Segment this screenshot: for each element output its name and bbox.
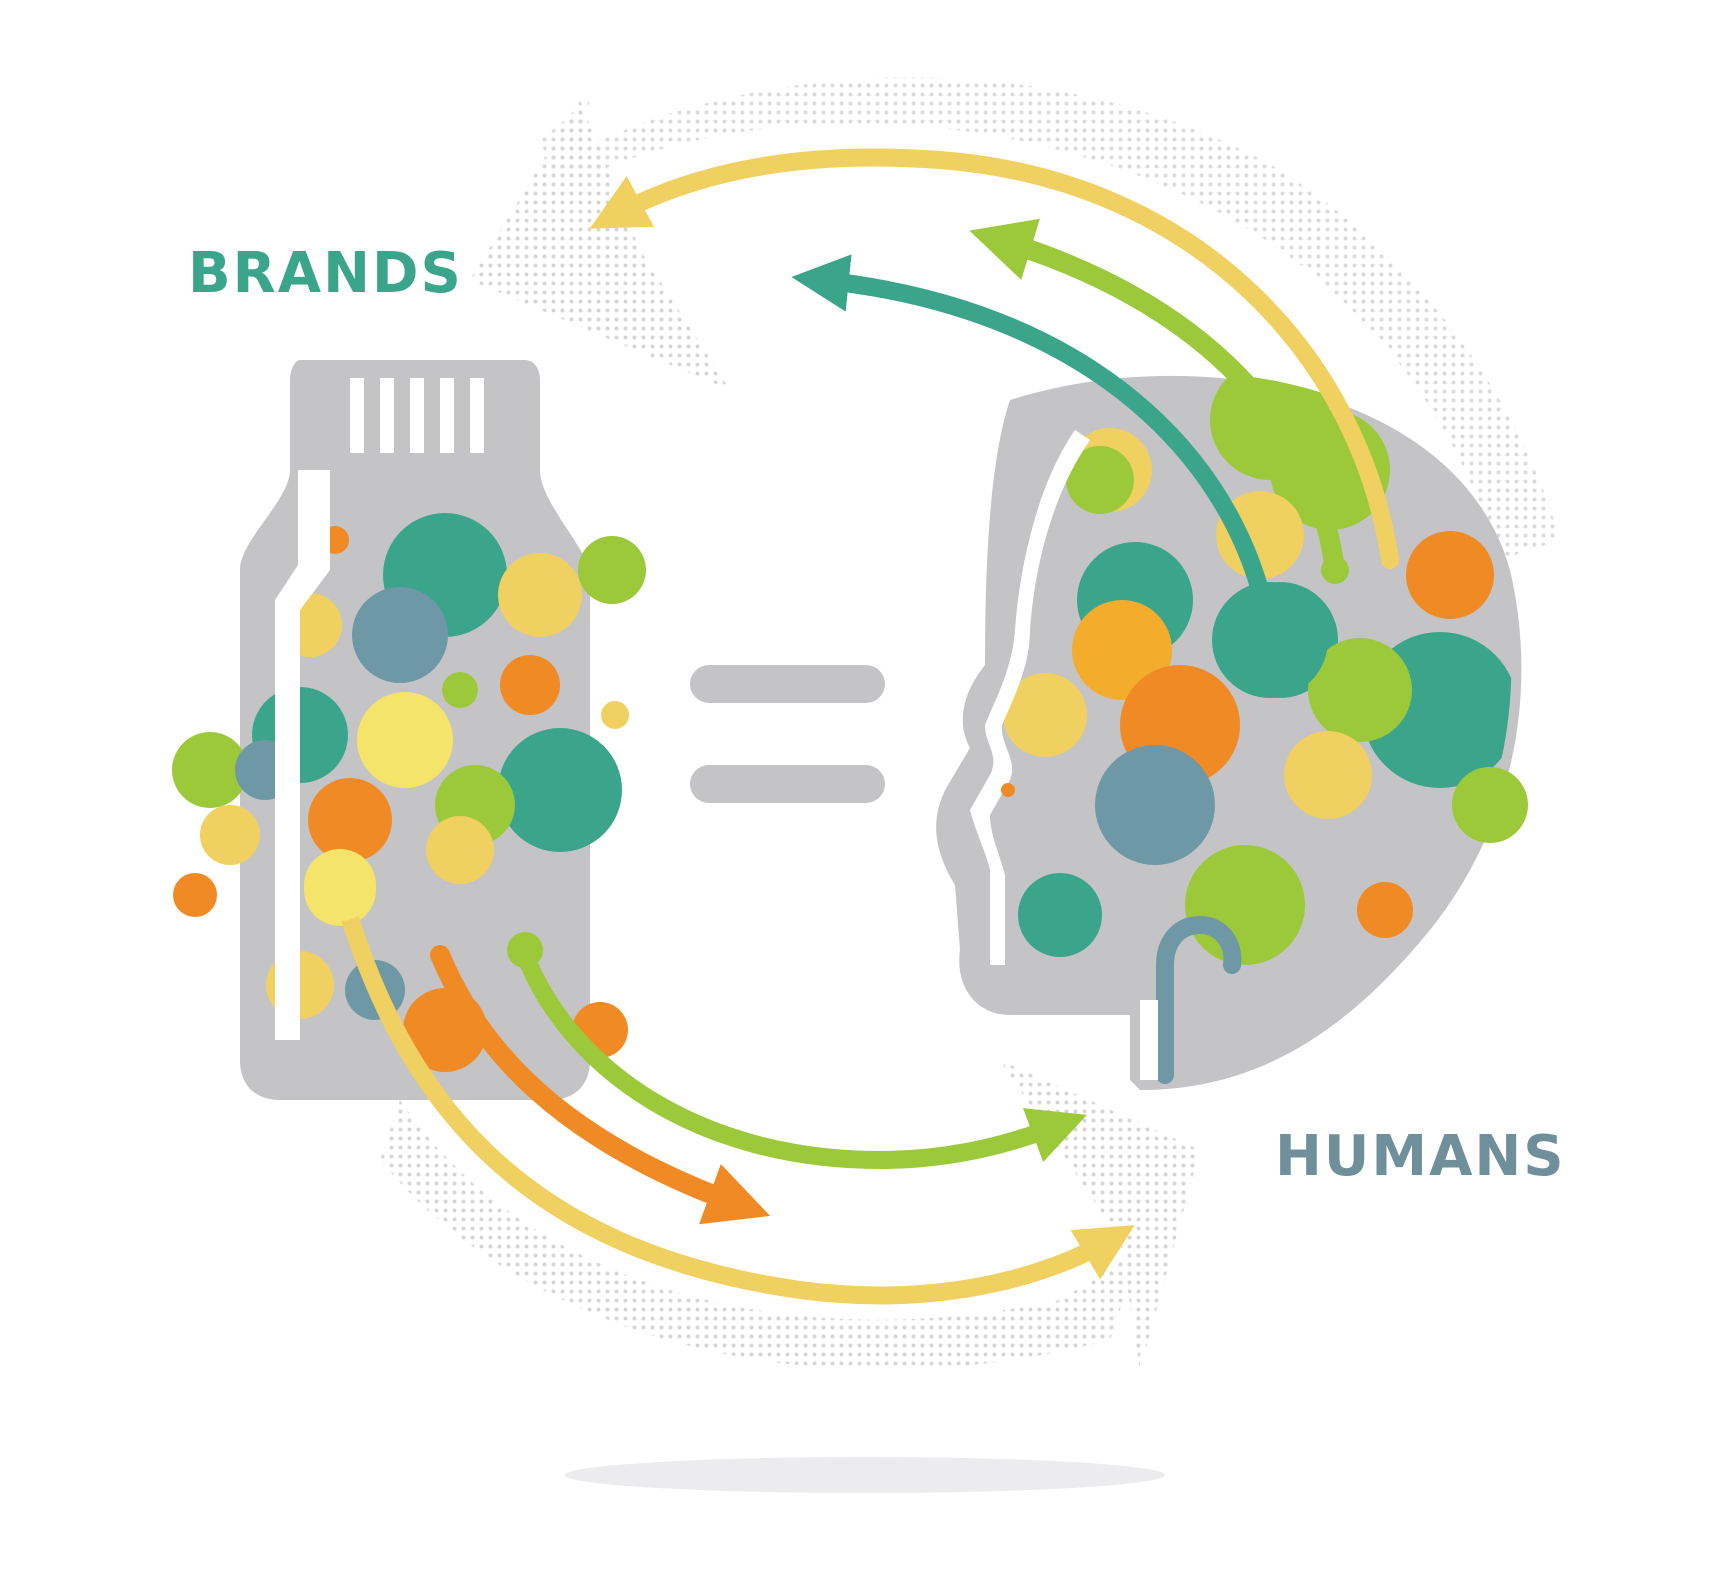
arrow-teal-top <box>791 254 1279 649</box>
head-face-highlight <box>970 430 1090 965</box>
head-ear-slot <box>1140 1000 1158 1080</box>
exchange-arrows <box>304 148 1399 1305</box>
arrow-green-bottom <box>516 946 1087 1170</box>
arrow-green-bottom-tail <box>507 932 543 968</box>
halftone-arrow-top-head <box>470 100 730 390</box>
head-ear <box>1156 915 1242 1084</box>
halftone-arrow-bottom-head <box>1000 1060 1200 1370</box>
arrow-teal-top-tail <box>1212 582 1328 698</box>
arrow-yellow-top <box>589 148 1399 569</box>
brands-label: BRANDS <box>188 241 463 306</box>
arrow-green-top-tail <box>1321 556 1349 584</box>
bottle-cap-ridges <box>350 378 484 453</box>
head-outside-bubble <box>1452 767 1528 843</box>
human-head-icon <box>936 372 1528 1090</box>
equals-sign-icon <box>690 665 885 803</box>
halftone-cycle-arrows <box>380 77 1560 1370</box>
arrow-yellow-bottom <box>331 876 1135 1305</box>
humans-label: HUMANS <box>1275 1124 1566 1189</box>
halftone-arrow-bottom <box>380 1100 1140 1370</box>
arrow-yellow-bottom-tail <box>304 849 376 921</box>
bottle-icon <box>172 360 646 1100</box>
arrow-green-top <box>969 218 1345 580</box>
bottle-highlight <box>275 470 330 1040</box>
head-eye <box>1001 783 1015 797</box>
arrow-orange-bottom <box>430 945 771 1225</box>
halftone-arrow-top <box>540 77 1560 560</box>
floor-shadow <box>565 1457 1165 1493</box>
